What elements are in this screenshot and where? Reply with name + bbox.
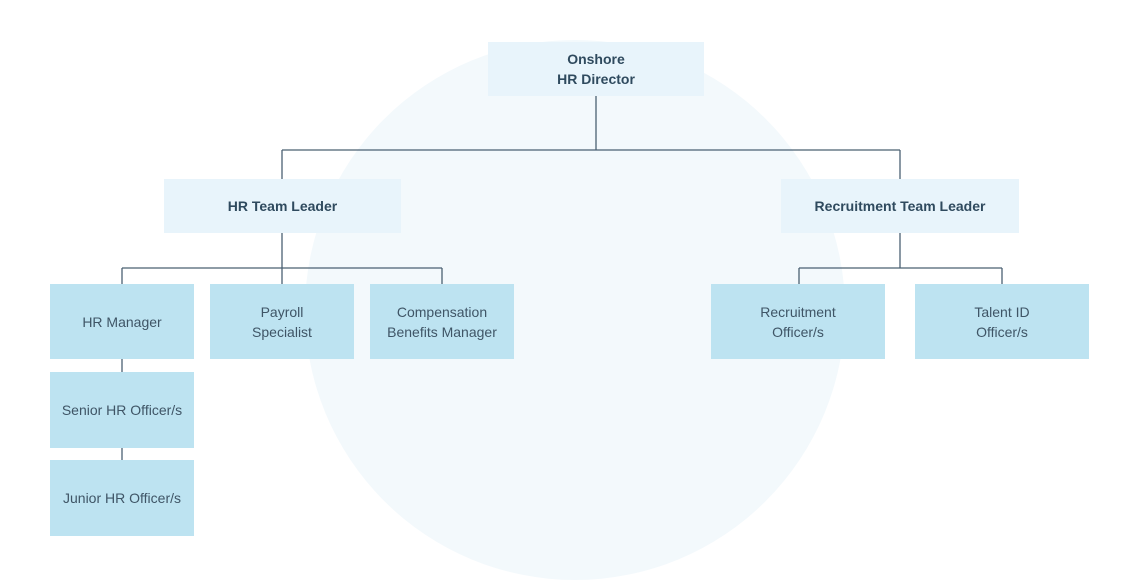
node-recruitment-officer: Recruitment Officer/s [711, 284, 885, 359]
node-junior-hr-officer: Junior HR Officer/s [50, 460, 194, 536]
node-talent-id-officer: Talent ID Officer/s [915, 284, 1089, 359]
node-senior-hr-officer: Senior HR Officer/s [50, 372, 194, 448]
node-onshore-hr-director: Onshore HR Director [488, 42, 704, 96]
node-hr-team-leader: HR Team Leader [164, 179, 401, 233]
node-recruitment-team-leader: Recruitment Team Leader [781, 179, 1019, 233]
node-hr-manager: HR Manager [50, 284, 194, 359]
node-payroll-specialist: Payroll Specialist [210, 284, 354, 359]
node-compensation-benefits-manager: Compensation Benefits Manager [370, 284, 514, 359]
